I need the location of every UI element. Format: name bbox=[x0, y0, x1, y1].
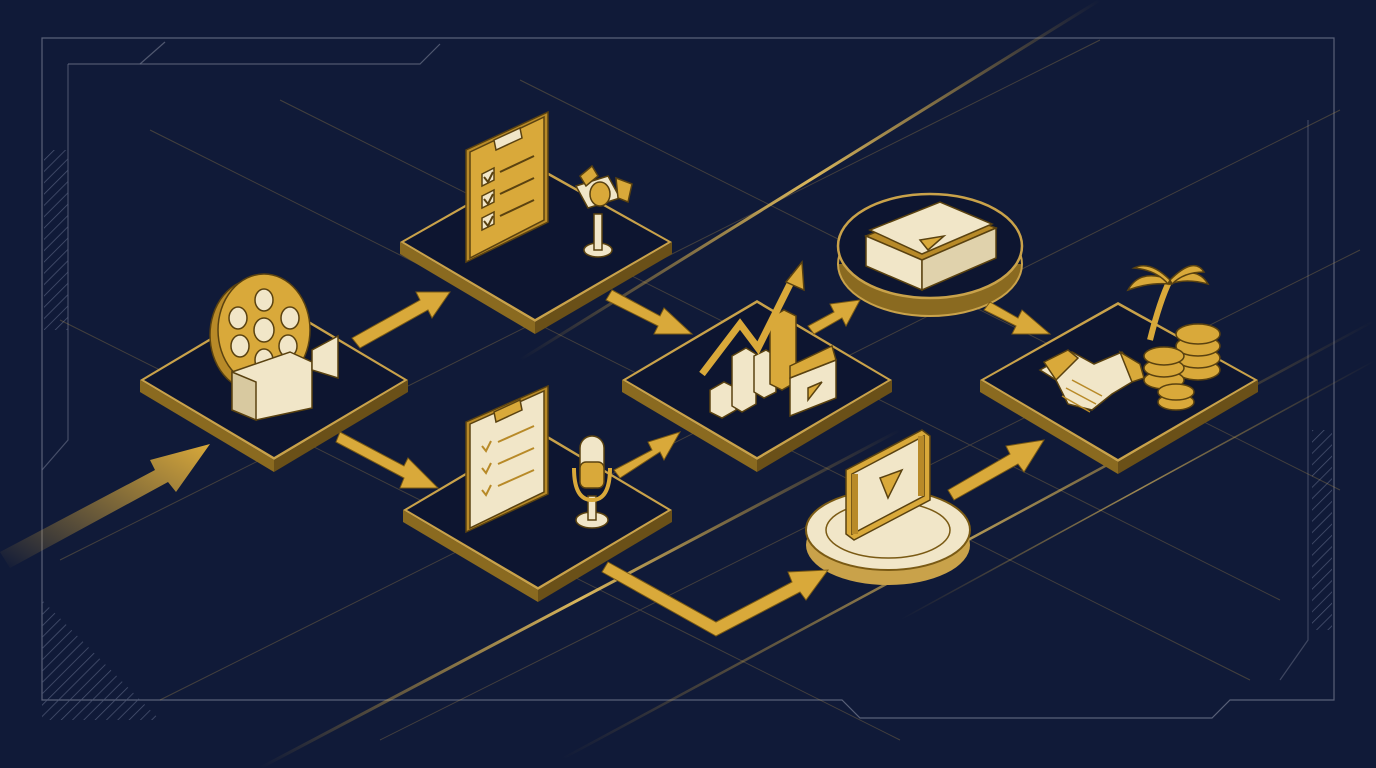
microphone-icon bbox=[572, 435, 612, 529]
video-player-bottom-icon bbox=[845, 429, 931, 541]
arrow-reel-to-microphone bbox=[335, 431, 440, 489]
hatch-right bbox=[1312, 430, 1332, 630]
hatch-left bbox=[44, 150, 68, 330]
connector-arrows bbox=[335, 289, 1052, 637]
arrow-microphone-to-video bbox=[601, 561, 830, 637]
film-reel-camera-icon bbox=[209, 273, 339, 422]
hatch-bottom-left bbox=[42, 600, 160, 720]
spotlight-icon bbox=[574, 164, 633, 258]
arrow-video-to-deal bbox=[983, 301, 1052, 335]
arrow-chart-to-video bbox=[807, 299, 861, 335]
arrow-microphone-to-chart bbox=[613, 431, 682, 479]
checklist-bottom-icon bbox=[465, 384, 549, 534]
arrow-video-bottom-to-deal bbox=[947, 439, 1046, 501]
entry-arrow bbox=[0, 444, 210, 568]
arrow-spotlight-to-chart bbox=[605, 289, 694, 335]
growth-chart-clapperboard-icon bbox=[699, 260, 837, 419]
arrow-reel-to-spotlight bbox=[351, 291, 451, 349]
video-player-top-icon bbox=[864, 201, 998, 292]
checklist-top-icon bbox=[465, 110, 549, 264]
handshake-coins-palm-icon bbox=[1038, 264, 1221, 413]
